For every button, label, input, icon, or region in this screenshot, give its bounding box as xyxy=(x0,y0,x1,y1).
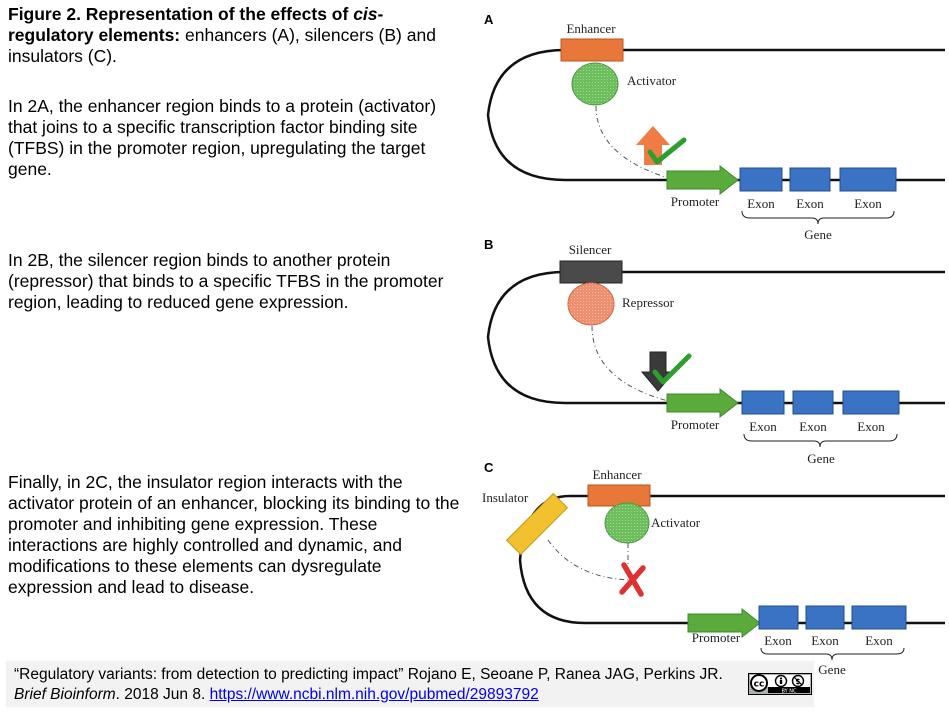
exon-box-b2 xyxy=(792,390,834,415)
caption-title-bold: Figure 2. Representation of the effects … xyxy=(8,4,354,24)
repressor-label-b: Repressor xyxy=(622,295,675,310)
insulator-label-c: Insulator xyxy=(482,490,529,505)
exon-label-c2: Exon xyxy=(811,633,839,648)
silencer-label-b: Silencer xyxy=(569,242,612,257)
citation-text: “Regulatory variants: from detection to … xyxy=(14,665,752,705)
cross-icon xyxy=(619,562,646,597)
pubmed-link[interactable]: https://www.ncbi.nlm.nih.gov/pubmed/2989… xyxy=(209,686,539,703)
exon-label-b3: Exon xyxy=(857,419,885,434)
exon-box-c3 xyxy=(851,605,907,630)
cc-license-badge: cc $ BY NC xyxy=(748,673,812,695)
exon-box-c2 xyxy=(805,605,845,630)
citation-line1: “Regulatory variants: from detection to … xyxy=(14,666,723,683)
panel-a-letter: A xyxy=(484,12,494,27)
citation-rest: . 2018 Jun 8. xyxy=(115,686,210,703)
exon-box-b1 xyxy=(741,390,785,415)
promoter-label-c: Promoter xyxy=(692,630,741,645)
exon-label-c3: Exon xyxy=(865,633,893,648)
panel-b: B Silencer Repressor Promoter Exon Exon … xyxy=(484,237,945,466)
cc-badge-text: BY NC xyxy=(781,689,797,695)
panel-c: C Enhancer Insulator Activator Promoter … xyxy=(482,460,945,677)
activator-label-c: Activator xyxy=(651,515,701,530)
paragraph-insulator: Finally, in 2C, the insulator region int… xyxy=(8,472,460,597)
exon-box-a2 xyxy=(789,167,831,192)
panel-a: A Enhancer Activator Promoter Exon Exon … xyxy=(484,12,945,242)
caption-title-italic: cis xyxy=(353,4,378,24)
caption-title-bold2: -regulatory elements: xyxy=(8,4,384,45)
promoter-arrow-c xyxy=(687,607,761,639)
exon-box-a1 xyxy=(739,167,783,192)
exon-label-a2: Exon xyxy=(796,196,824,211)
interaction-line-c1 xyxy=(547,539,631,581)
enhancer-label-c: Enhancer xyxy=(592,467,642,482)
promoter-arrow-b xyxy=(666,387,739,419)
exon-label-a3: Exon xyxy=(854,196,882,211)
enhancer-box-c xyxy=(587,484,651,507)
cc-icon xyxy=(750,674,768,692)
interaction-line-b xyxy=(591,325,669,402)
promoter-label-a: Promoter xyxy=(671,194,720,209)
promoter-label-b: Promoter xyxy=(671,417,720,432)
caption-title-rest: enhancers (A), silencers (B) and insulat… xyxy=(8,25,436,66)
gene-label-b: Gene xyxy=(807,451,835,466)
paragraph-enhancer: In 2A, the enhancer region binds to a pr… xyxy=(8,96,437,179)
gene-brace-a xyxy=(741,210,895,225)
gene-brace-c xyxy=(760,647,905,661)
exon-label-c1: Exon xyxy=(764,633,792,648)
exon-label-b2: Exon xyxy=(799,419,827,434)
exon-box-c1 xyxy=(758,605,799,630)
citation-journal: Brief Bioinform xyxy=(14,686,116,703)
paragraph-silencer: In 2B, the silencer region binds to anot… xyxy=(8,250,444,312)
figure-caption-title: Figure 2. Representation of the effects … xyxy=(8,4,468,67)
gene-brace-b xyxy=(743,433,898,448)
dna-strand-c xyxy=(518,494,945,625)
gene-label-c: Gene xyxy=(818,662,846,677)
checkmark-icon-a xyxy=(647,137,687,165)
exon-box-a3 xyxy=(839,167,897,192)
promoter-arrow-a xyxy=(666,164,739,196)
enhancer-box-a xyxy=(560,38,624,62)
citation-box: “Regulatory variants: from detection to … xyxy=(6,661,814,707)
exon-box-b3 xyxy=(842,390,900,415)
dna-strand-a xyxy=(486,48,945,182)
panel-b-letter: B xyxy=(484,237,493,252)
insulator-box-c xyxy=(505,492,569,556)
svg-text:cc: cc xyxy=(754,680,765,690)
enhancer-label-a: Enhancer xyxy=(566,21,616,36)
exon-label-a1: Exon xyxy=(747,196,775,211)
silencer-box-b xyxy=(559,260,623,284)
gene-label-a: Gene xyxy=(804,227,832,242)
dna-strand-b xyxy=(486,270,945,405)
panel-c-letter: C xyxy=(484,460,494,475)
down-arrow-icon xyxy=(640,351,676,392)
activator-label-a: Activator xyxy=(627,73,677,88)
exon-label-b1: Exon xyxy=(749,419,777,434)
checkmark-icon-b xyxy=(652,353,692,385)
